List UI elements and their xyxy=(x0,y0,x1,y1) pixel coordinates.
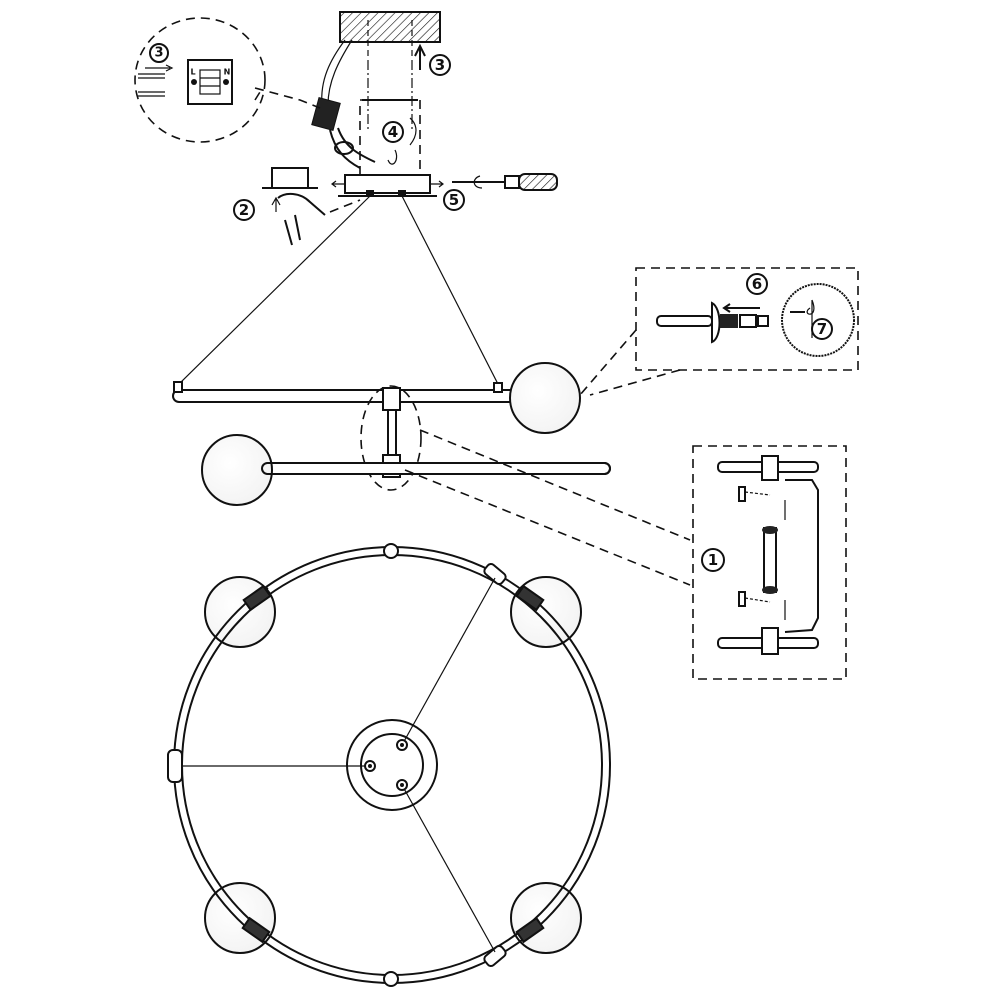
neutral-terminal-label: N xyxy=(224,68,231,77)
screwdriver-icon xyxy=(452,173,558,191)
svg-text:7: 7 xyxy=(817,320,827,338)
svg-text:4: 4 xyxy=(388,123,398,141)
step-5-label: 5 xyxy=(443,189,465,211)
upper-arm xyxy=(172,362,581,434)
svg-text:1: 1 xyxy=(708,551,718,569)
suspension-wire-right xyxy=(401,195,501,389)
svg-text:6: 6 xyxy=(752,275,762,293)
step-6-label: 6 xyxy=(746,273,768,295)
hand-adjust-icon xyxy=(262,167,361,246)
live-terminal-label: L xyxy=(190,68,195,77)
terminal-inset: L N xyxy=(134,17,321,143)
step-7-label: 7 xyxy=(811,318,833,340)
svg-text:3: 3 xyxy=(435,56,445,74)
svg-text:5: 5 xyxy=(449,191,459,209)
terminal-block xyxy=(311,97,398,169)
step-1-label: 1 xyxy=(701,548,725,572)
step-3-terminal-label: 3 xyxy=(149,43,169,63)
globe-shade xyxy=(509,362,581,434)
svg-text:3: 3 xyxy=(154,46,163,61)
connector-inset xyxy=(404,429,847,680)
step-2-label: 2 xyxy=(233,199,255,221)
step-4-label: 4 xyxy=(382,117,417,146)
step-3-ceiling-label: 3 xyxy=(429,54,451,76)
ceiling xyxy=(339,11,441,130)
plan-view xyxy=(167,543,611,987)
globe-shade xyxy=(201,434,273,506)
svg-text:2: 2 xyxy=(239,201,249,219)
suspension-wire-left xyxy=(177,195,371,386)
canopy xyxy=(331,174,444,197)
